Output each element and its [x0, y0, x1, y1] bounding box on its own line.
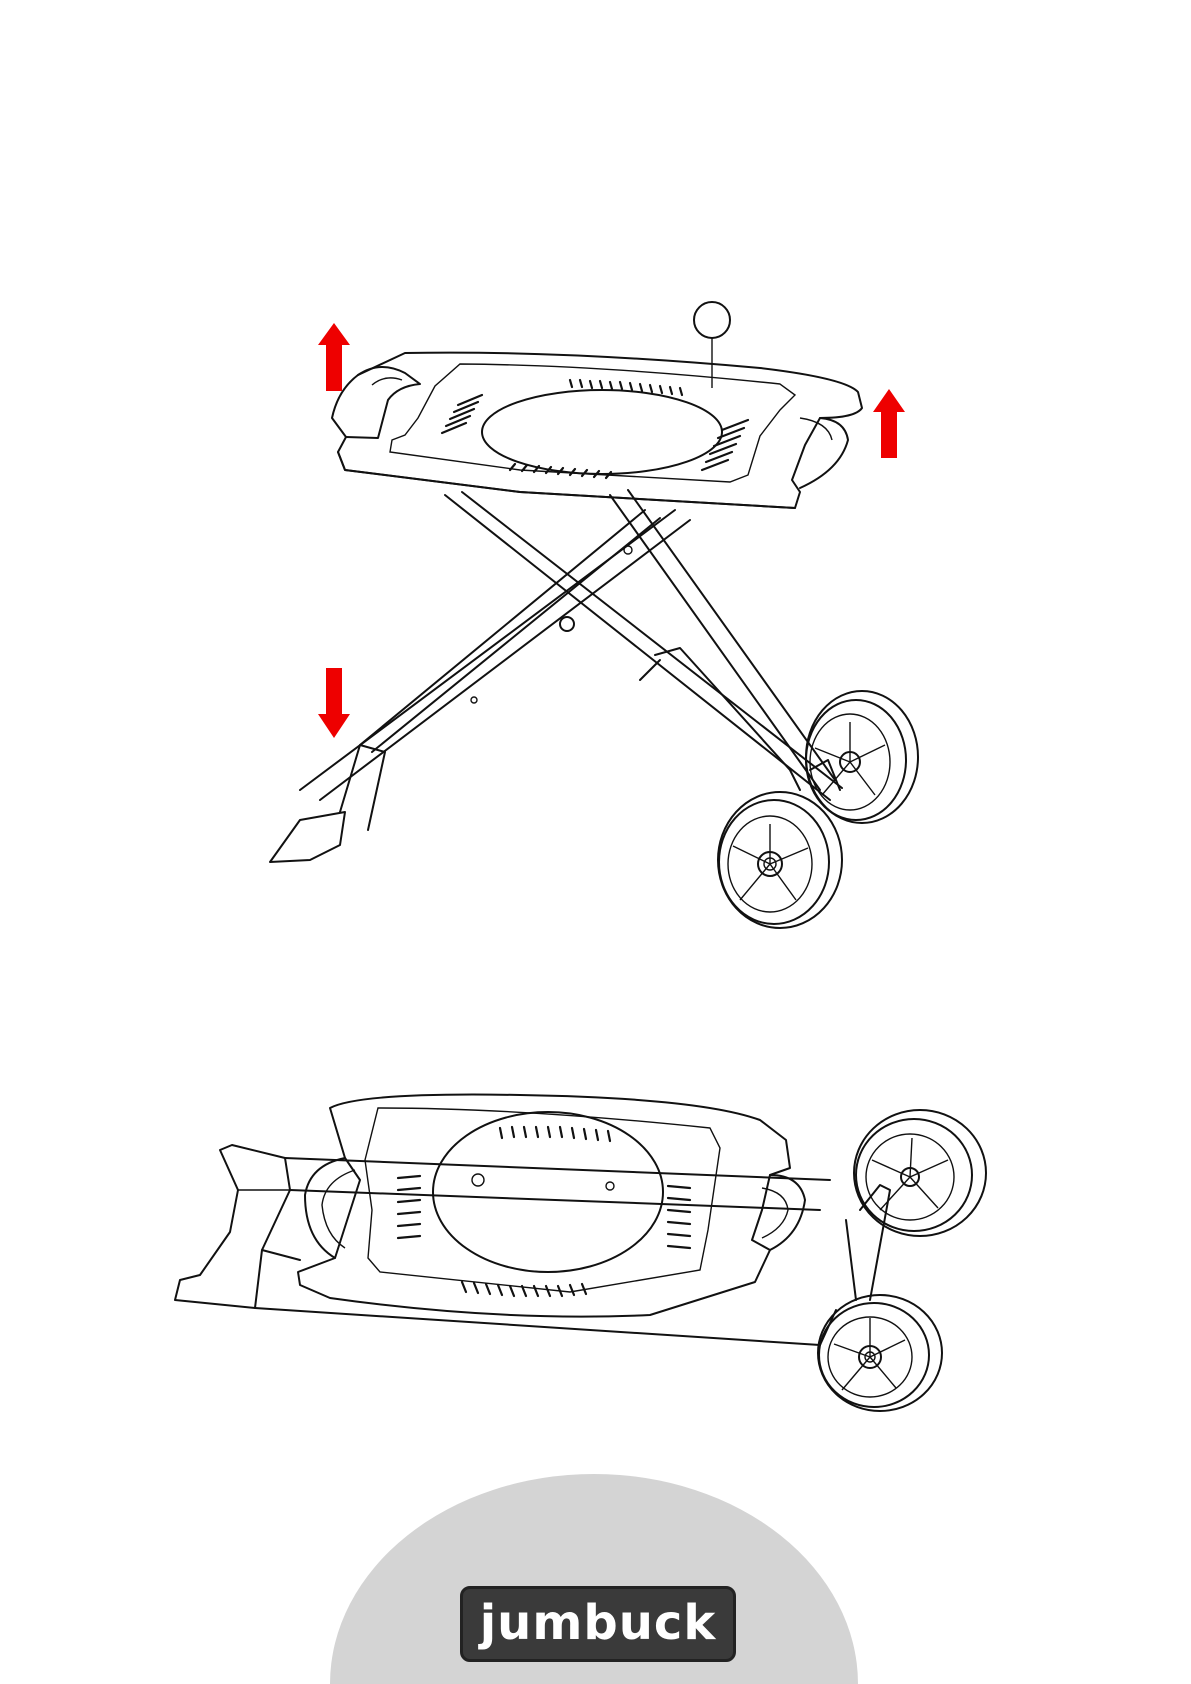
right-vent-slots [702, 420, 748, 470]
folded-bottom-vent-slots [462, 1282, 586, 1296]
scissor-legs [270, 490, 842, 862]
front-wheel [718, 792, 842, 928]
front-vent-slots [570, 380, 682, 395]
callout-marker [694, 302, 730, 388]
folded-lower-wheel [818, 1295, 942, 1411]
lift-right-arrow [873, 389, 905, 458]
brand-logo: jumbuck [460, 1586, 736, 1662]
push-down-arrow [318, 668, 350, 738]
side-table-tray [332, 353, 862, 508]
folded-upper-wheel [854, 1110, 986, 1236]
folded-top-vent-slots [500, 1127, 610, 1141]
rear-vent-slots [510, 464, 611, 478]
lift-left-arrow [318, 323, 350, 391]
figure-folded-trolley [175, 1095, 890, 1345]
folded-right-vent-slots [668, 1186, 690, 1248]
left-vent-slots [442, 395, 482, 433]
folded-left-vent-slots [398, 1176, 420, 1238]
brand-logo-text: jumbuck [463, 1595, 733, 1651]
rear-wheel [806, 691, 918, 823]
